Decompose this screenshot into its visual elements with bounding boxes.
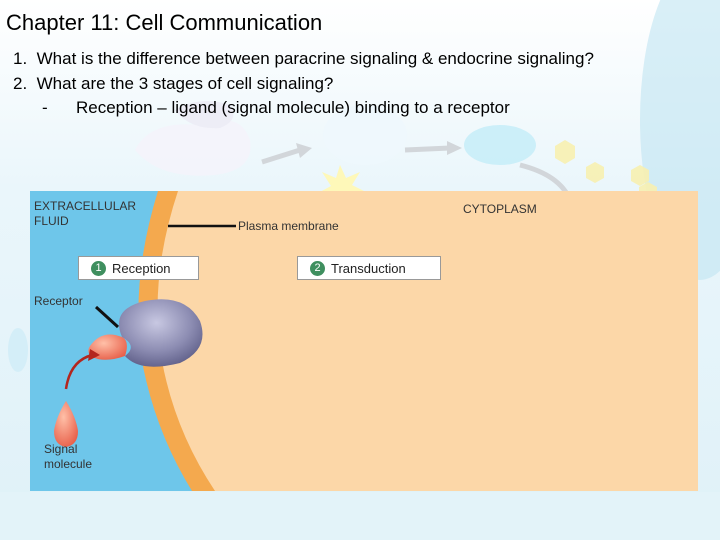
cytoplasm-label: CYTOPLASM bbox=[463, 202, 537, 216]
binding-arrow bbox=[64, 353, 93, 390]
step-2-number: 2 bbox=[310, 260, 325, 276]
question-2: 2. What are the 3 stages of cell signali… bbox=[13, 74, 333, 94]
step-2-label: Transduction bbox=[331, 260, 406, 276]
signal-molecule-shape bbox=[54, 401, 78, 447]
extracellular-line-2: FLUID bbox=[34, 214, 69, 228]
signal-line-2: molecule bbox=[44, 457, 93, 471]
sub-bullet-text: Reception – ligand (signal molecule) bin… bbox=[76, 98, 510, 117]
step-transduction-box: 2 Transduction bbox=[297, 256, 441, 280]
bound-ligand bbox=[88, 334, 127, 360]
signal-line-1: Signal bbox=[44, 442, 78, 456]
sub-bullet-marker: - bbox=[42, 98, 48, 117]
step-1-label: Reception bbox=[112, 260, 171, 276]
receptor-protein bbox=[118, 299, 203, 367]
receptor-label: Receptor bbox=[34, 294, 83, 308]
question-1: 1. What is the difference between paracr… bbox=[13, 49, 594, 69]
step-1-number: 1 bbox=[91, 260, 106, 276]
question-1-number: 1. bbox=[13, 49, 28, 68]
signal-molecule-label: Signal molecule bbox=[44, 442, 92, 472]
cell-signaling-figure: EXTRACELLULAR FLUID Plasma membrane CYTO… bbox=[30, 191, 698, 491]
slide-title: Chapter 11: Cell Communication bbox=[6, 10, 323, 35]
figure-art bbox=[30, 191, 698, 491]
sub-bullet-reception: - Reception – ligand (signal molecule) bi… bbox=[42, 98, 510, 118]
extracellular-line-1: EXTRACELLULAR bbox=[34, 199, 137, 213]
plasma-membrane-label: Plasma membrane bbox=[238, 219, 339, 233]
receptor-pointer-line bbox=[94, 305, 120, 329]
question-2-text: What are the 3 stages of cell signaling? bbox=[36, 74, 334, 93]
question-1-text: What is the difference between paracrine… bbox=[36, 49, 594, 68]
binding-arrowhead bbox=[88, 349, 100, 361]
question-2-number: 2. bbox=[13, 74, 28, 93]
extracellular-fluid-label: EXTRACELLULAR FLUID bbox=[34, 199, 136, 229]
step-reception-box: 1 Reception bbox=[78, 256, 199, 280]
